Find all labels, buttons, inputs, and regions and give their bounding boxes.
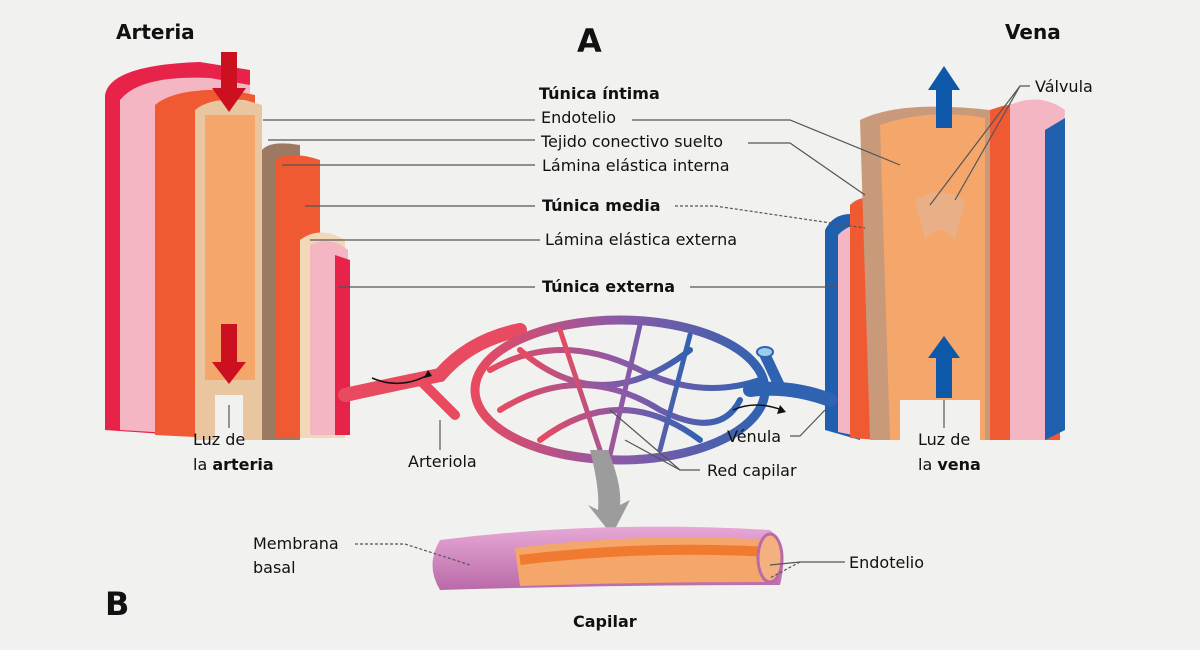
label-endotelio-capilar: Endotelio <box>849 553 924 572</box>
vein-title: Vena <box>1005 20 1061 44</box>
label-vein-lumen-line2: la vena <box>918 455 981 474</box>
detail-arrow <box>588 450 630 535</box>
label-red-capilar: Red capilar <box>707 461 797 480</box>
vein-illustration <box>825 99 1065 441</box>
flow-arrow-arteriole <box>371 370 432 384</box>
leader-lines <box>228 85 1030 579</box>
label-endotelio: Endotelio <box>541 108 616 127</box>
label-lamina-interna: Lámina elástica interna <box>542 156 730 175</box>
capillary-tube <box>432 526 784 590</box>
label-tunica-intima: Túnica íntima <box>539 84 660 103</box>
label-arteriola: Arteriola <box>408 452 477 471</box>
artery-flow-arrow-bottom <box>212 324 246 384</box>
label-valvula: Válvula <box>1035 77 1093 96</box>
vein-flow-arrow-top <box>928 66 960 128</box>
artery-flow-arrow-top <box>212 52 246 112</box>
capillary-network <box>338 315 837 465</box>
label-vein-lumen-line1: Luz de <box>918 430 971 449</box>
label-membrana-basal-1: Membrana <box>253 534 339 553</box>
label-tunica-externa: Túnica externa <box>542 277 676 296</box>
label-venula: Vénula <box>727 427 782 446</box>
label-tejido-conectivo: Tejido conectivo suelto <box>541 132 724 151</box>
vein-flow-arrow-bottom <box>928 336 960 398</box>
label-lamina-externa: Lámina elástica externa <box>545 230 738 249</box>
artery-title: Arteria <box>116 20 195 44</box>
label-membrana-basal-2: basal <box>253 558 296 577</box>
artery-illustration <box>105 62 350 441</box>
capillary-title: Capilar <box>573 612 637 631</box>
label-artery-lumen-line1: Luz de <box>193 430 246 449</box>
panel-label-a: A <box>577 22 602 60</box>
flow-arrow-venule <box>732 404 786 414</box>
label-artery-lumen-line2: la arteria <box>193 455 274 474</box>
label-tunica-media: Túnica media <box>542 196 661 215</box>
panel-label-b: B <box>105 585 130 623</box>
